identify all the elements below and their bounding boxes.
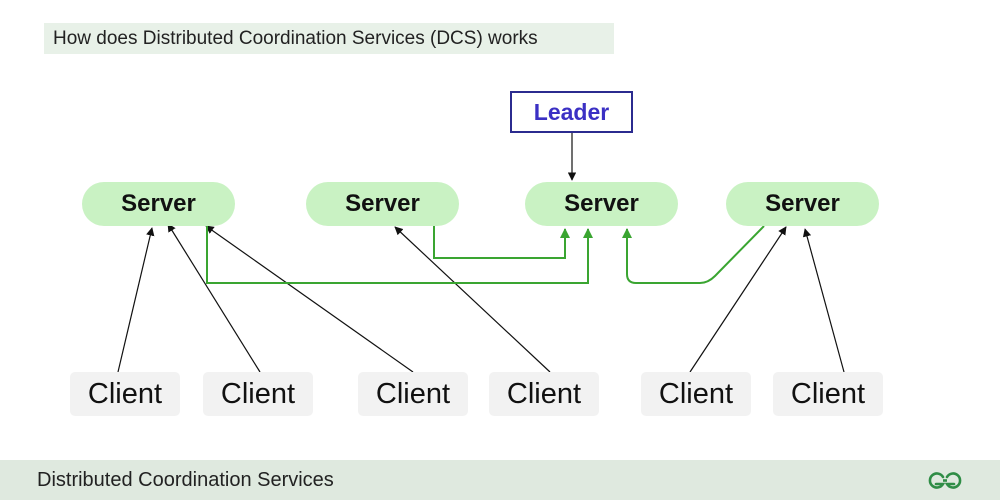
server-node-2: Server bbox=[306, 182, 459, 226]
leader-box: Leader bbox=[510, 91, 633, 133]
client-arrow-3 bbox=[205, 225, 414, 373]
footer-bar: Distributed Coordination Services bbox=[0, 460, 1000, 500]
client-node-1: Client bbox=[70, 372, 180, 416]
client-node-5: Client bbox=[641, 372, 751, 416]
client-arrow-6 bbox=[802, 228, 845, 373]
server4-to-leader-link bbox=[622, 225, 765, 284]
server2-to-leader-link bbox=[433, 226, 570, 259]
footer-label: Distributed Coordination Services bbox=[37, 469, 334, 491]
server-node-leader: Server bbox=[525, 182, 678, 226]
server1-to-leader-link bbox=[206, 226, 593, 284]
client-node-6: Client bbox=[773, 372, 883, 416]
server-node-4: Server bbox=[726, 182, 879, 226]
client-arrow-5 bbox=[689, 226, 787, 373]
client-node-3: Client bbox=[358, 372, 468, 416]
client-arrow-2 bbox=[167, 223, 261, 373]
client-node-2: Client bbox=[203, 372, 313, 416]
gfg-logo-icon bbox=[928, 472, 962, 489]
server-node-1: Server bbox=[82, 182, 235, 226]
client-arrow-1 bbox=[117, 227, 155, 373]
client-arrow-4 bbox=[394, 226, 551, 373]
diagram-title: How does Distributed Coordination Servic… bbox=[44, 23, 614, 54]
client-node-4: Client bbox=[489, 372, 599, 416]
